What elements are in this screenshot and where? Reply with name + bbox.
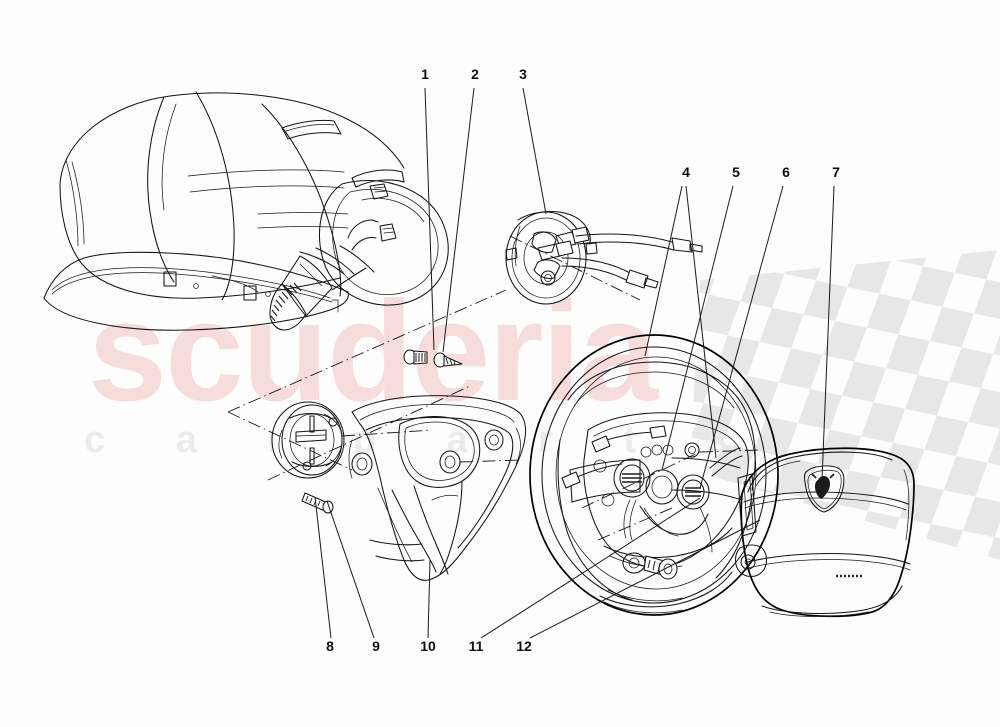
alignment-line-1 bbox=[227, 289, 507, 413]
steering-column-shaft bbox=[269, 247, 367, 331]
callout-number-9: 9 bbox=[372, 638, 380, 654]
callout-leader-4b bbox=[685, 185, 717, 459]
alignment-line-4 bbox=[341, 429, 433, 437]
alignment-line-6 bbox=[581, 449, 705, 509]
alignment-line-9 bbox=[509, 235, 641, 301]
callout-leader-9 bbox=[326, 500, 375, 639]
driver-airbag-module bbox=[734, 447, 915, 618]
callout-leader-10 bbox=[427, 559, 431, 639]
alignment-line-2 bbox=[227, 411, 353, 471]
callout-number-2: 2 bbox=[471, 66, 479, 82]
callout-leader-8 bbox=[314, 496, 332, 639]
alignment-line-5 bbox=[459, 459, 521, 463]
callout-leader-4 bbox=[644, 185, 683, 357]
callout-number-10: 10 bbox=[420, 638, 436, 654]
callout-number-12: 12 bbox=[516, 638, 532, 654]
callout-leader-2 bbox=[442, 87, 475, 353]
callout-leader-12 bbox=[529, 519, 761, 639]
alignment-construction-lines bbox=[227, 235, 761, 541]
hex-bolt-upper bbox=[403, 349, 428, 365]
callout-leader-3 bbox=[522, 87, 547, 215]
callout-number-4: 4 bbox=[682, 164, 690, 180]
callout-leader-11 bbox=[480, 497, 701, 639]
callout-number-5: 5 bbox=[732, 164, 740, 180]
callout-leader-7 bbox=[821, 185, 835, 481]
callout-leader-1 bbox=[424, 87, 435, 351]
callout-number-7: 7 bbox=[832, 164, 840, 180]
shaft-spline-hatching bbox=[270, 282, 302, 322]
callout-number-1: 1 bbox=[421, 66, 429, 82]
rotary-coupler-ring bbox=[271, 401, 345, 479]
alignment-line-7 bbox=[597, 507, 673, 541]
callout-leader-5 bbox=[661, 185, 734, 471]
alignment-line-3 bbox=[267, 385, 471, 481]
checkered-flag-watermark bbox=[690, 250, 1000, 560]
lower-dashboard-trim-strip bbox=[43, 251, 349, 331]
callout-leader-6 bbox=[699, 185, 784, 489]
steering-wheel-rim bbox=[529, 334, 779, 616]
hex-bolt-lower bbox=[433, 352, 463, 368]
fixing-screw bbox=[301, 492, 334, 514]
callout-number-3: 3 bbox=[519, 66, 527, 82]
clock-spring-spiral-cable bbox=[505, 211, 703, 305]
callout-number-8: 8 bbox=[326, 638, 334, 654]
callout-number-6: 6 bbox=[782, 164, 790, 180]
callout-number-11: 11 bbox=[469, 638, 484, 654]
